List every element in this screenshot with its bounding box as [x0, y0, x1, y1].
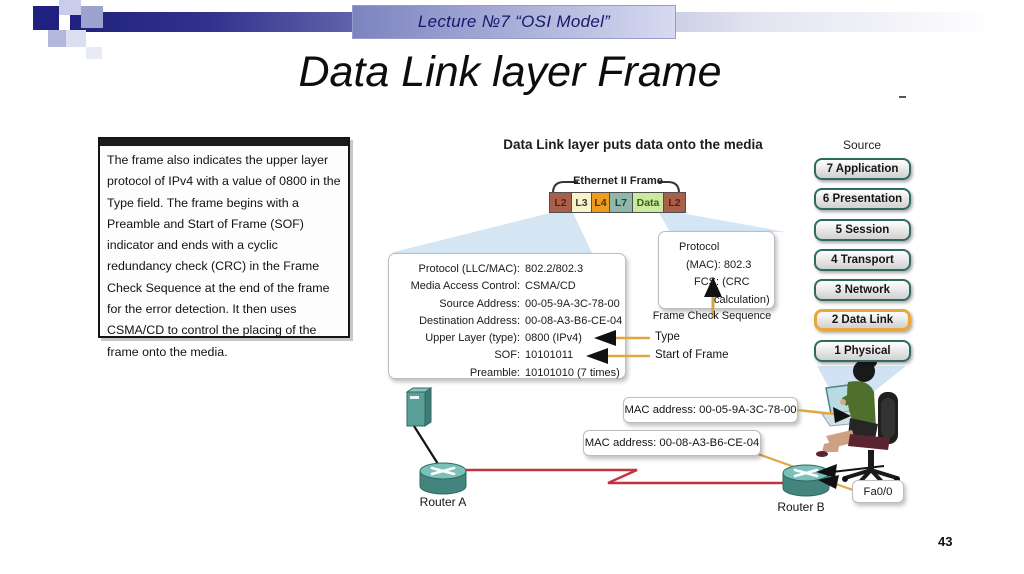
type-caption: Type: [655, 331, 680, 343]
detail-row: Media Access Control:CSMA/CD: [410, 280, 576, 293]
detail-row: Destination Address:00-08-A3-B6-CE-04: [419, 314, 623, 327]
mac1-arrow-line: [796, 408, 835, 416]
router-b-label: Router B: [777, 500, 825, 514]
osi-layer-transport: 4 Transport: [814, 248, 911, 271]
stray-mark: [899, 96, 906, 98]
decor-square: [86, 47, 102, 59]
mac-address-box-2: MAC address: 00-08-A3-B6-CE-04: [583, 430, 761, 456]
protocol-fcs-box: Protocol (MAC): 802.3 FCS: (CRC calculat…: [658, 231, 775, 309]
lecture-header: Lecture №7 “OSI Model”: [352, 5, 676, 39]
osi-stack: 7 Application 6 Presentation 5 Session 4…: [814, 158, 911, 362]
fa00-arrowhead-icon: [818, 475, 839, 489]
page-number: 43: [938, 534, 953, 549]
osi-layer-session: 5 Session: [814, 218, 911, 241]
decor-square: [33, 6, 59, 30]
description-box: The frame also indicates the upper layer…: [98, 137, 350, 359]
server-link-line: [413, 425, 439, 465]
frame-details-box: Protocol (LLC/MAC):802.2/802.3 Media Acc…: [388, 253, 626, 379]
ethernet-frame: L2 L3 L4 L7 Data L2: [549, 192, 686, 213]
frame-segment: L4: [591, 192, 610, 213]
osi-layer-data-link-highlighted: 2 Data Link: [814, 309, 911, 332]
lecture-header-label: Lecture №7 “OSI Model”: [417, 12, 611, 31]
osi-layer-presentation: 6 Presentation: [814, 188, 911, 211]
detail-row: Protocol (LLC/MAC):802.2/802.3: [418, 263, 584, 275]
mac1-arrowhead-icon: [833, 407, 851, 423]
sof-caption: Start of Frame: [655, 349, 729, 361]
fcs-caption: Frame Check Sequence: [652, 310, 772, 322]
frame-segment: L7: [609, 192, 633, 213]
router-a-icon: [419, 462, 467, 495]
osi-layer-physical: 1 Physical: [814, 339, 911, 362]
description-box-titlebar: [100, 139, 348, 146]
interface-fa00-box: Fa0/0: [852, 480, 904, 503]
osi-source-label: Source: [842, 138, 882, 152]
frame-segment: L3: [571, 192, 592, 213]
fa00-connector-line: [829, 480, 854, 492]
frame-bracket-label: Ethernet II Frame: [573, 175, 663, 187]
user-at-laptop-illustration: [816, 357, 900, 488]
decor-square: [48, 30, 66, 47]
diagram-caption: Data Link layer puts data onto the media: [503, 137, 763, 152]
serial-link-line: [462, 468, 788, 485]
decor-square: [81, 6, 103, 28]
frame-segment: L2: [663, 192, 686, 213]
mac2-connector-line: [757, 452, 801, 471]
mac-address-box-1: MAC address: 00-05-9A-3C-78-00: [623, 397, 798, 423]
decor-square: [66, 30, 86, 47]
detail-row: Upper Layer (type):0800 (IPv4): [425, 332, 582, 345]
osi-layer-application: 7 Application: [814, 158, 911, 180]
decor-square: [59, 0, 81, 15]
osi-layer-network: 3 Network: [814, 279, 911, 302]
pc-router-line: [831, 465, 885, 473]
frame-segment: Data: [632, 192, 664, 213]
frame-segment: L2: [549, 192, 572, 213]
description-text: The frame also indicates the upper layer…: [107, 153, 341, 359]
server-icon: [405, 387, 433, 427]
router-b-icon: [782, 464, 830, 497]
detail-row: Preamble:10101010 (7 times): [469, 366, 620, 379]
detail-row: SOF:10101011: [494, 349, 574, 362]
pc-arrowhead-icon: [816, 464, 837, 478]
page-title: Data Link layer Frame: [298, 48, 722, 96]
detail-row: Source Address:00-05-9A-3C-78-00: [439, 297, 620, 310]
router-a-label: Router A: [419, 495, 467, 509]
